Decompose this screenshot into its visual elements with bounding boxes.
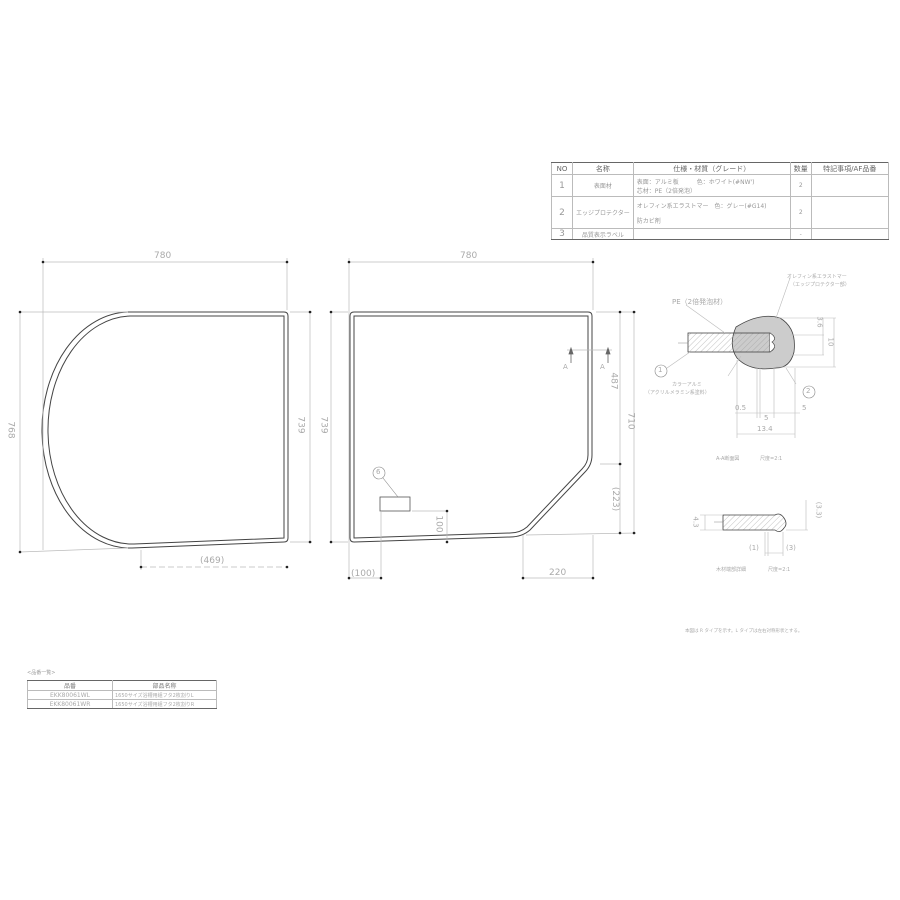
part-code: EKK80061WR xyxy=(27,699,113,709)
pe-label: PE（2倍発泡材） xyxy=(672,298,728,306)
color-alu-label-sub: （アクリルメラミン系塗料） xyxy=(645,390,710,396)
section-marker-left: A xyxy=(563,363,568,371)
parts-row: EKK80061WR 1650サイズ浴槽用組フタ2枚割りR xyxy=(27,699,217,709)
drawing-note: 本図は R タイプを示す。L タイプは左右対称形状とする。 xyxy=(685,629,803,634)
color-alu-label: カラーアルミ xyxy=(672,382,702,388)
part-name: 1650サイズ浴槽用組フタ2枚割りL xyxy=(112,690,217,700)
dim-3-3: (3.3) xyxy=(814,501,823,519)
dim-3: (3) xyxy=(786,544,796,552)
elastomer-label-sub: （エッジプロテクター部） xyxy=(790,282,850,288)
row-qty: - xyxy=(789,228,812,240)
label-rect xyxy=(379,496,411,512)
header-part-name: 部品名称 xyxy=(112,680,217,691)
dim-223: (223) xyxy=(610,486,621,512)
header-spec: 仕様・材質（グレード） xyxy=(632,162,791,175)
dim-220: 220 xyxy=(549,568,567,578)
row-qty: 2 xyxy=(789,174,812,197)
header-note: 特記事項/AF品番 xyxy=(810,162,889,175)
right-panel-outline xyxy=(349,311,593,543)
dim-5b: 5 xyxy=(802,404,807,412)
dim-487: 487 xyxy=(608,372,619,390)
callout-1: 1 xyxy=(658,366,663,374)
callout-2: 2 xyxy=(806,387,811,395)
section-marker-right: A xyxy=(600,363,605,371)
spec-table: NO 名称 仕様・材質（グレード） 数量 特記事項/AF品番 1 表面材 表面：… xyxy=(551,162,889,240)
dim-100-h: (100) xyxy=(351,569,376,579)
wood-section-scale: 尺度=2:1 xyxy=(768,567,791,573)
dim-5a: 5 xyxy=(764,414,769,422)
parts-list-caption: <品番一覧> xyxy=(27,670,56,676)
header-code: 品番 xyxy=(27,680,113,691)
label-callout xyxy=(372,466,399,498)
row-qty: 2 xyxy=(789,196,812,229)
dim-10: 10 xyxy=(826,337,835,347)
header-no: NO xyxy=(551,162,573,175)
left-width-dim: 780 xyxy=(154,251,172,261)
section-aa-drawing xyxy=(678,315,795,370)
row-spec xyxy=(632,228,791,240)
left-height-dim: 768 xyxy=(5,421,16,439)
elastomer-label: オレフィン系エラストマー xyxy=(787,274,847,280)
spec-table-header: NO 名称 仕様・材質（グレード） 数量 特記事項/AF品番 xyxy=(551,162,889,175)
dim-1: (1) xyxy=(749,544,759,552)
dim-100-v: 100 xyxy=(433,515,444,533)
row-name: エッジプロテクター xyxy=(572,196,634,229)
row-note xyxy=(810,228,889,240)
wood-section-drawing xyxy=(714,513,787,532)
row-name: 表面材 xyxy=(572,174,634,197)
row-no: 1 xyxy=(551,174,573,197)
dim-0-5: 0.5 xyxy=(735,404,747,412)
parts-table: 品番 部品名称 EKK80061WL 1650サイズ浴槽用組フタ2枚割りL EK… xyxy=(27,680,217,709)
spec-row: 3 品質表示ラベル - xyxy=(551,228,889,240)
part-name: 1650サイズ浴槽用組フタ2枚割りR xyxy=(112,699,217,709)
spec-row: 2 エッジプロテクター オレフィン系エラストマー 色：グレー(#G14)防カビ剤… xyxy=(551,196,889,229)
left-right-height-dim: 739 xyxy=(295,416,306,434)
dim-4-3: 4.3 xyxy=(691,516,700,528)
parts-table-header: 品番 部品名称 xyxy=(27,680,217,691)
label-callout-number: 6 xyxy=(376,468,381,476)
right-panel-dimensions xyxy=(330,258,637,580)
header-name: 名称 xyxy=(572,162,634,175)
row-spec: オレフィン系エラストマー 色：グレー(#G14)防カビ剤 xyxy=(632,196,791,229)
row-note xyxy=(810,174,889,197)
wood-section-title: 木材端部詳細 xyxy=(716,567,747,573)
spec-row: 1 表面材 表面：アルミ板 色：ホワイト(#NW')芯材：PE（2倍発泡） 2 xyxy=(551,174,889,197)
section-arrows xyxy=(568,346,611,363)
row-spec: 表面：アルミ板 色：ホワイト(#NW')芯材：PE（2倍発泡） xyxy=(632,174,791,197)
dim-13-4: 13.4 xyxy=(757,425,773,433)
header-qty: 数量 xyxy=(789,162,812,175)
dim-710: 710 xyxy=(625,412,636,430)
wood-section-dimensions xyxy=(700,500,808,556)
row-no: 2 xyxy=(551,196,573,229)
right-height-dim: 739 xyxy=(318,416,329,434)
row-name: 品質表示ラベル xyxy=(572,228,634,240)
parts-row: EKK80061WL 1650サイズ浴槽用組フタ2枚割りL xyxy=(27,690,217,700)
section-aa-dimensions xyxy=(666,277,836,438)
dim-3-6: 3.6 xyxy=(815,316,824,328)
section-aa-title: A-A断面図 xyxy=(716,456,740,462)
left-panel-outline xyxy=(41,311,289,549)
row-note xyxy=(810,196,889,229)
right-width-dim: 780 xyxy=(460,251,478,261)
left-bottom-dim: (469) xyxy=(200,556,225,566)
section-aa-callouts xyxy=(654,364,816,399)
row-no: 3 xyxy=(551,228,573,240)
left-panel-dimensions xyxy=(19,258,312,570)
section-aa-scale: 尺度=2:1 xyxy=(760,456,783,462)
part-code: EKK80061WL xyxy=(27,690,113,700)
